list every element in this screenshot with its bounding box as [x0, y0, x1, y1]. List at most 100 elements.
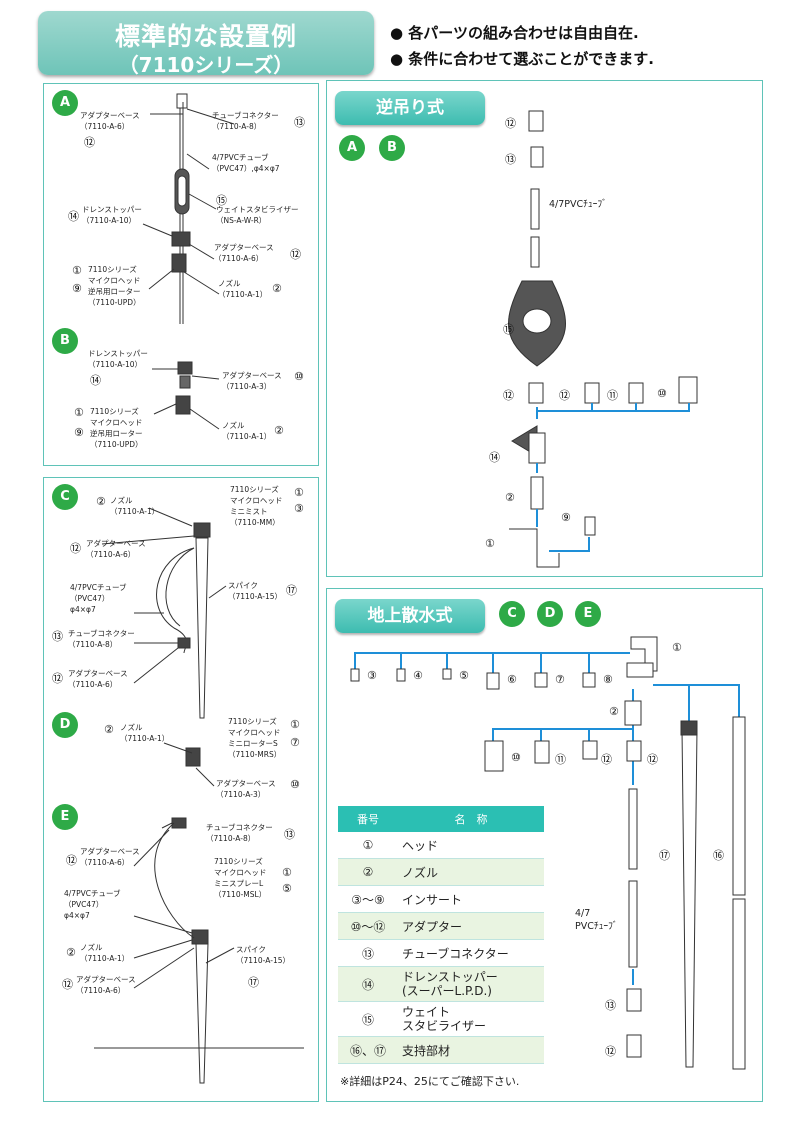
num-e-2: ②	[66, 946, 76, 959]
gr-num-6: ⑥	[507, 673, 517, 686]
label-c-spike: スパイク （7110-A-15）	[228, 581, 283, 601]
inv-num-11: ⑪	[607, 389, 618, 402]
inv-num-9: ⑨	[561, 511, 571, 524]
gr-num-5: ⑤	[459, 669, 469, 682]
table-cell: ⑭	[338, 966, 398, 1002]
label-b-micro-head: 7110シリーズ マイクロヘッド 逆吊用ローター （7110-UPD）	[90, 407, 143, 449]
badge-gr-e: E	[575, 601, 601, 627]
label-c-micro-head: 7110シリーズ マイクロヘッド ミニミスト （7110-MM）	[230, 485, 283, 527]
label-b-drain-stopper: ドレンストッパー （7110-A-10）	[88, 349, 148, 369]
num-e-17: ⑰	[248, 976, 259, 989]
diagram-ground	[350, 636, 746, 1070]
gr-tube-label: 4/7 PVCﾁｭｰﾌﾞ	[575, 908, 618, 932]
num-c-12b: ⑫	[52, 672, 63, 685]
num-a-2: ②	[272, 282, 282, 295]
table-cell: ②	[338, 858, 398, 886]
label-d-adapter-base: アダプターベース （7110-A-3）	[216, 779, 276, 799]
table-cell: ⑯、⑰	[338, 1036, 398, 1064]
badge-gr-c: C	[499, 601, 525, 627]
num-a-12b: ⑫	[290, 248, 301, 261]
table-cell: ⑮	[338, 1001, 398, 1037]
label-a-adapter-base-2: アダプターベース （7110-A-6）	[214, 243, 274, 263]
gr-num-3: ③	[367, 669, 377, 682]
gr-num-2: ②	[609, 705, 619, 718]
num-c-1: ①	[294, 486, 304, 499]
label-a-weight-stabilizer: ウェイトスタビライザー （NS-A-W-R）	[216, 205, 299, 225]
label-e-adapter-base: アダプターベース （7110-A-6）	[80, 847, 140, 867]
num-d-7: ⑦	[290, 736, 300, 749]
bullet-2: ● 条件に合わせて選ぶことができます.	[390, 50, 655, 68]
label-a-nozzle: ノズル （7110-A-1）	[218, 279, 268, 299]
diagram-ab	[142, 93, 235, 430]
page-title: 標準的な設置例	[114, 22, 297, 51]
title-box: 標準的な設置例 （7110シリーズ）	[38, 11, 374, 77]
label-a-drain-stopper: ドレンストッパー （7110-A-10）	[82, 205, 142, 225]
footnote: ※詳細はP24、25にてご確認下さい.	[340, 1075, 520, 1088]
label-a-micro-head: 7110シリーズ マイクロヘッド 逆吊用ローター （7110-UPD）	[88, 265, 141, 307]
gr-num-11: ⑪	[555, 753, 566, 766]
page-subtitle: （7110シリーズ）	[118, 53, 294, 77]
num-a-1: ①	[72, 264, 82, 277]
num-c-12: ⑫	[70, 542, 81, 555]
num-a-9: ⑨	[72, 282, 82, 295]
table-cell: アダプター	[398, 912, 544, 940]
panel-ab: A アダプターベース （7110-A-6） ⑫ チューブコネクター （7110-…	[43, 83, 319, 466]
panel-inverted: 逆吊り式 A B 4/7PVCﾁｭｰﾌﾞ ⑫ ⑬ ⑮ ⑫ ⑫ ⑪ ⑩ ⑭ ② ⑨…	[326, 80, 763, 577]
num-a-14: ⑭	[68, 210, 79, 223]
label-e-spike: スパイク （7110-A-15）	[236, 945, 291, 965]
badge-a: A	[52, 90, 78, 116]
gr-num-17: ⑰	[659, 849, 670, 862]
table-cell: チューブコネクター	[398, 939, 544, 967]
gr-num-7: ⑦	[555, 673, 565, 686]
num-c-3: ③	[294, 502, 304, 515]
label-b-nozzle: ノズル （7110-A-1）	[222, 421, 272, 441]
table-header-row: 番号 名 称	[338, 806, 544, 832]
table-cell: ③～⑨	[338, 885, 398, 913]
label-c-adapter-base: アダプターベース （7110-A-6）	[86, 539, 146, 559]
label-e-adapter-base-2: アダプターベース （7110-A-6）	[76, 975, 136, 995]
inv-tube-label: 4/7PVCﾁｭｰﾌﾞ	[549, 199, 607, 210]
num-b-10: ⑩	[294, 370, 304, 383]
inverted-title: 逆吊り式	[335, 91, 485, 125]
label-a-adapter-base: アダプターベース （7110-A-6）	[80, 111, 140, 131]
badge-gr-d: D	[537, 601, 563, 627]
table-cell: ドレンストッパー (スーパーL.P.D.)	[398, 966, 544, 1002]
label-c-nozzle: ノズル （7110-A-1）	[110, 496, 160, 516]
diagram-inverted	[508, 110, 698, 568]
table-cell: ノズル	[398, 858, 544, 886]
num-d-10: ⑩	[290, 778, 300, 791]
label-a-tube-connector: チューブコネクター （7110-A-8）	[212, 111, 279, 131]
table-header-number: 番号	[338, 806, 398, 832]
ground-title: 地上散水式	[335, 599, 485, 633]
badge-inv-a: A	[339, 135, 365, 161]
table-header-name: 名 称	[398, 806, 544, 832]
table-cell: ヘッド	[398, 832, 544, 859]
num-a-13: ⑬	[294, 116, 305, 129]
panel-cde: C ② ノズル （7110-A-1） 7110シリーズ マイクロヘッド ミニミス…	[43, 477, 319, 1102]
gr-num-12: ⑫	[601, 753, 612, 766]
inv-num-12: ⑫	[505, 117, 516, 130]
gr-num-16: ⑯	[713, 849, 724, 862]
num-a-15: ⑮	[216, 194, 227, 207]
badge-inv-b: B	[379, 135, 405, 161]
label-c-pvc-tube: 4/7PVCチューブ （PVC47） φ4×φ7	[70, 583, 127, 614]
num-b-9: ⑨	[74, 426, 84, 439]
table-cell: ⑩～⑫	[338, 912, 398, 940]
num-b-1: ①	[74, 406, 84, 419]
gr-num-13: ⑬	[605, 999, 616, 1012]
table-cell: ①	[338, 832, 398, 859]
table-cell: 支持部材	[398, 1036, 544, 1064]
label-d-nozzle: ノズル （7110-A-1）	[120, 723, 170, 743]
badge-d: D	[52, 712, 78, 738]
num-b-2: ②	[274, 424, 284, 437]
inv-num-10: ⑩	[657, 387, 667, 400]
num-d-1: ①	[290, 718, 300, 731]
label-e-tube-connector: チューブコネクター （7110-A-8）	[206, 823, 273, 843]
